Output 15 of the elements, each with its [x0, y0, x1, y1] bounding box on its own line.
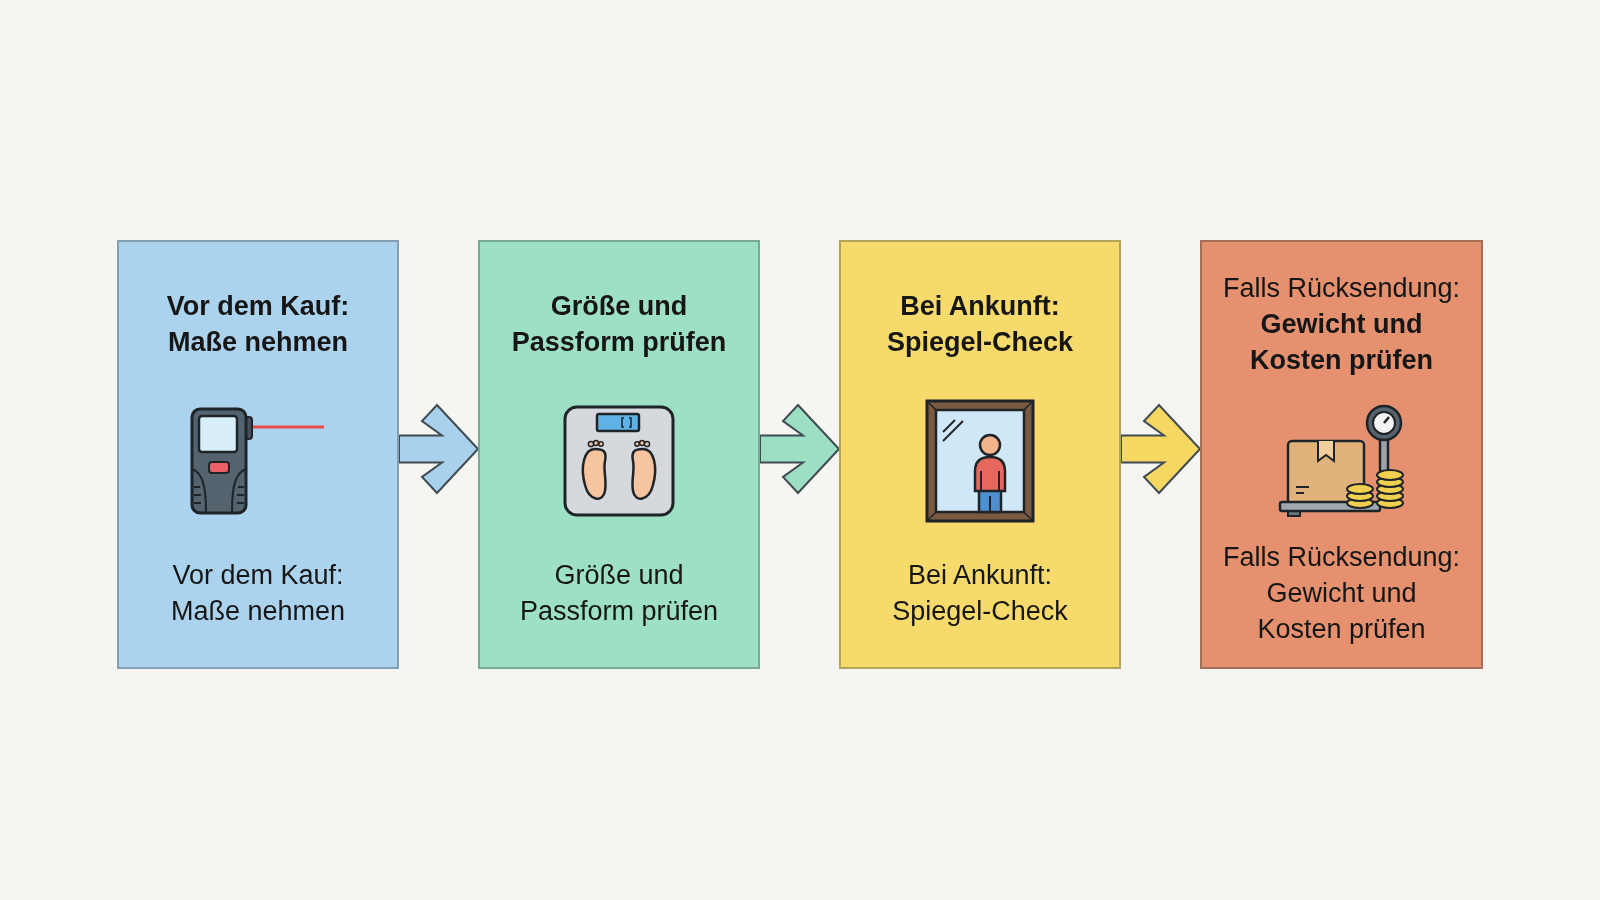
step-description: Vor dem Kauf: Maße nehmen [169, 559, 347, 628]
step-heading: Bei Ankunft: Spiegel-Check [885, 290, 1075, 359]
step-heading: Falls Rücksendung: Gewicht und Kosten prüfen [1222, 272, 1461, 377]
step-heading: Vor dem Kauf: Maße nehmen [165, 290, 351, 359]
step-card [839, 240, 1121, 669]
step-description: Falls Rücksendung: Gewicht und Kosten prüfen [1222, 541, 1461, 646]
block-arrow [759, 403, 841, 495]
step-card [117, 240, 399, 669]
step-card [478, 240, 760, 669]
step-card [1200, 240, 1483, 669]
step-heading: Größe und Passform prüfen [510, 290, 728, 359]
step-description: Größe und Passform prüfen [518, 559, 720, 628]
step-description: Bei Ankunft: Spiegel-Check [891, 559, 1069, 628]
block-arrow [398, 403, 480, 495]
block-arrow [1120, 403, 1202, 495]
